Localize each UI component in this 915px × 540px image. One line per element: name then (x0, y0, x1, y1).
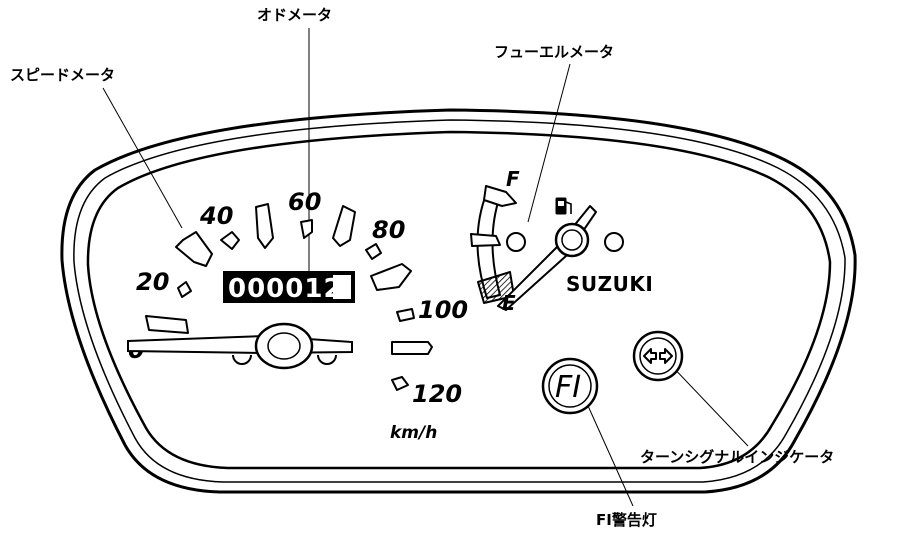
bezel-inner (86, 130, 832, 470)
fi-lamp-label: FI (555, 370, 581, 405)
callout-turn-indicator: ターンシグナルインジケータ (640, 448, 835, 466)
speed-tick-100 (391, 341, 433, 355)
leader-fuel-meter (527, 63, 571, 223)
callout-fuel-meter: フューエルメータ (494, 43, 615, 61)
bezel-middle (73, 119, 846, 483)
turn-signal-arrows-icon (643, 348, 673, 364)
speed-tick-50 (332, 205, 356, 247)
speed-label-120: 120 (412, 380, 462, 408)
speed-unit: km/h (390, 423, 437, 443)
turn-signal-indicator (632, 330, 684, 382)
speed-label-40: 40 (199, 202, 233, 230)
fuel-half-marker (470, 233, 501, 247)
fi-warning-lamp: FI (541, 357, 599, 415)
callout-odometer: オドメータ (257, 6, 333, 24)
speed-label-20: 20 (136, 268, 169, 296)
fuel-screw-right (604, 232, 624, 252)
speed-tick-15 (220, 231, 240, 250)
fuel-full-marker (483, 185, 517, 207)
speed-tick-45 (300, 219, 313, 239)
speed-tick-65 (365, 243, 382, 260)
speed-ticks (145, 203, 433, 391)
speed-tick-110 (391, 376, 409, 391)
speed-tick-10 (175, 231, 213, 267)
speed-label-100: 100 (418, 296, 468, 324)
speed-tick-85 (177, 281, 192, 298)
fuel-screw-left (506, 232, 526, 252)
odometer-display: 000012 (223, 271, 355, 304)
leader-turn-indicator (667, 361, 749, 447)
fuel-empty-label: E (502, 291, 516, 315)
fuel-full-label: F (506, 167, 520, 191)
speed-needle (127, 334, 353, 355)
leader-fi-warning (579, 387, 634, 507)
brand-logo: SUZUKI (566, 272, 653, 296)
odometer-digits: 000012 (228, 274, 343, 304)
leader-speedometer (102, 87, 183, 229)
fuel-pump-icon (555, 197, 572, 215)
speed-needle-assembly (127, 322, 353, 370)
speed-tick-90 (396, 308, 415, 322)
callout-fi-warning: FI警告灯 (596, 511, 657, 529)
speed-tick-70 (370, 263, 412, 291)
callout-speedometer: スピードメータ (10, 66, 116, 84)
speed-tick-0 (145, 315, 189, 334)
bezel-outer (60, 108, 857, 494)
speed-tick-30 (255, 203, 274, 249)
speed-label-80: 80 (372, 216, 405, 244)
speed-label-60: 60 (288, 188, 321, 216)
fuel-gauge (470, 185, 624, 311)
